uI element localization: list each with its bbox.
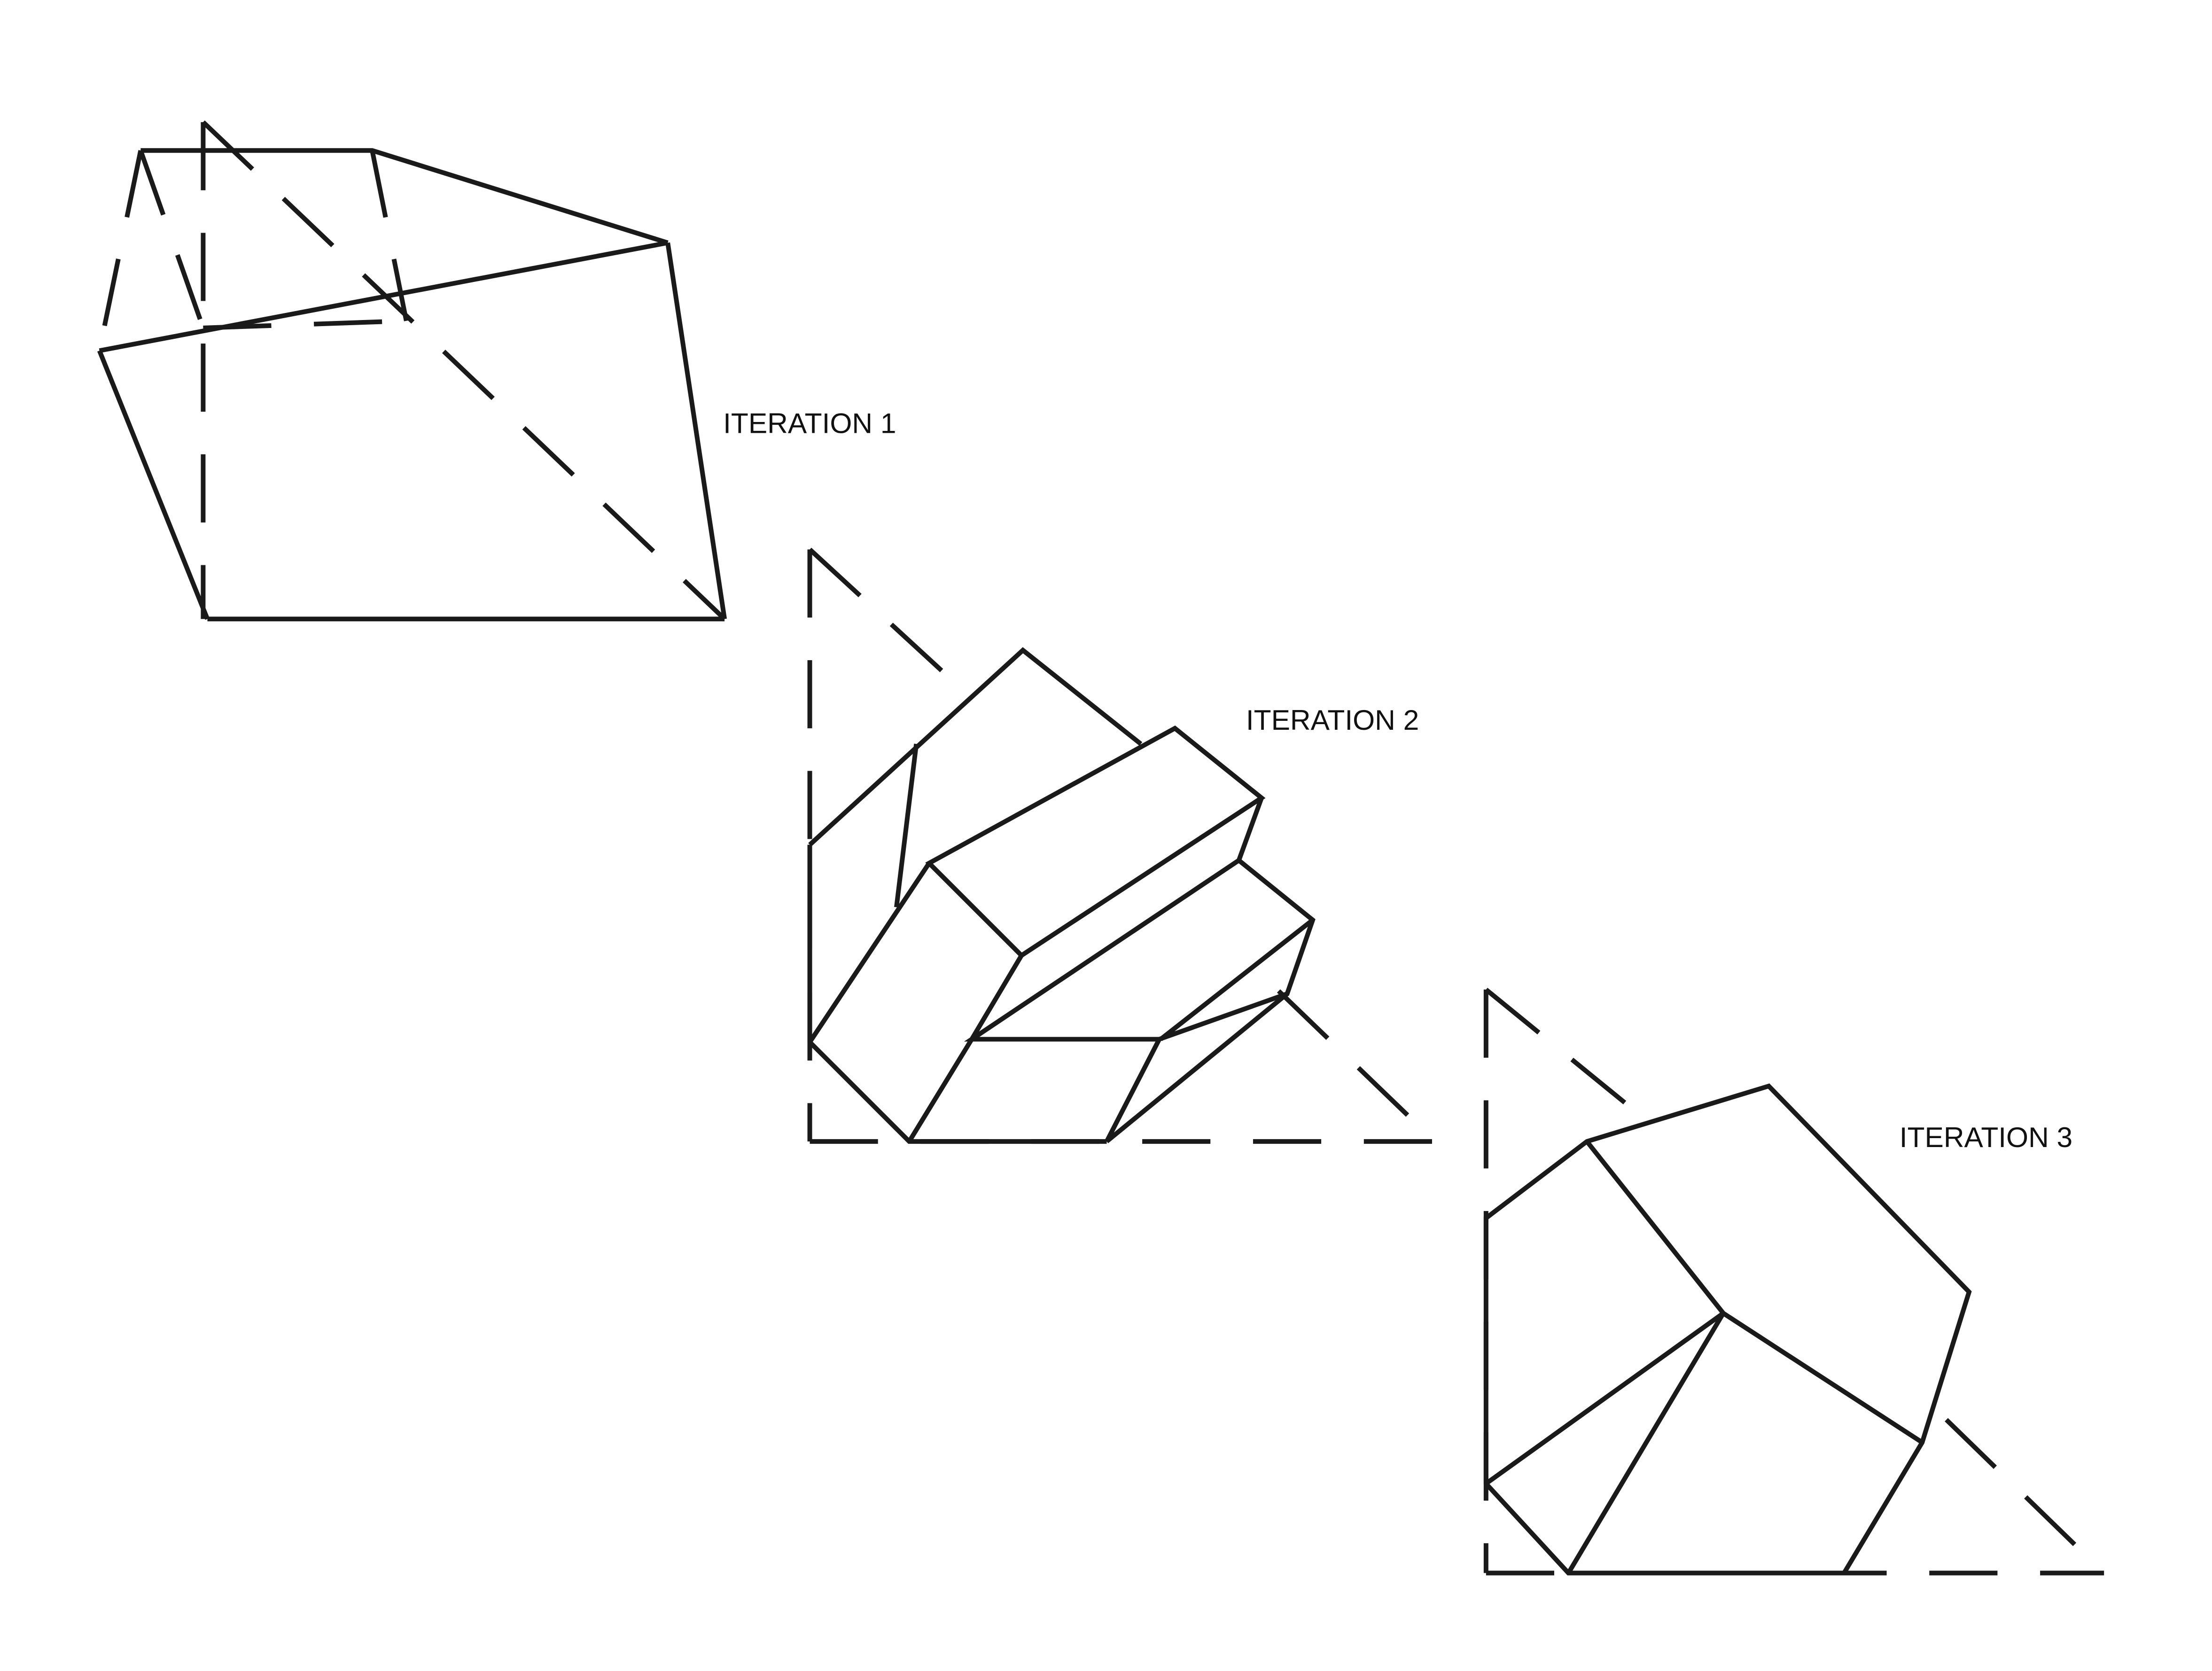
- iteration-2-figure: ITERATION 2: [807, 547, 1437, 1144]
- iteration-3-figure: ITERATION 3: [1483, 987, 2106, 1576]
- iteration-3-bounding-triangle: [1483, 987, 2106, 1576]
- iteration-2-facets: [807, 647, 1316, 1144]
- iteration-1-figure: ITERATION 1: [97, 120, 896, 622]
- iteration-3-facets: [1483, 1083, 1972, 1576]
- iteration-1-visible-edges: [97, 148, 727, 622]
- iteration-1-hidden-edges: [97, 120, 726, 621]
- iteration-1-label: ITERATION 1: [723, 407, 896, 439]
- iteration-2-label: ITERATION 2: [1246, 704, 1419, 736]
- iteration-3-label: ITERATION 3: [1900, 1121, 2072, 1153]
